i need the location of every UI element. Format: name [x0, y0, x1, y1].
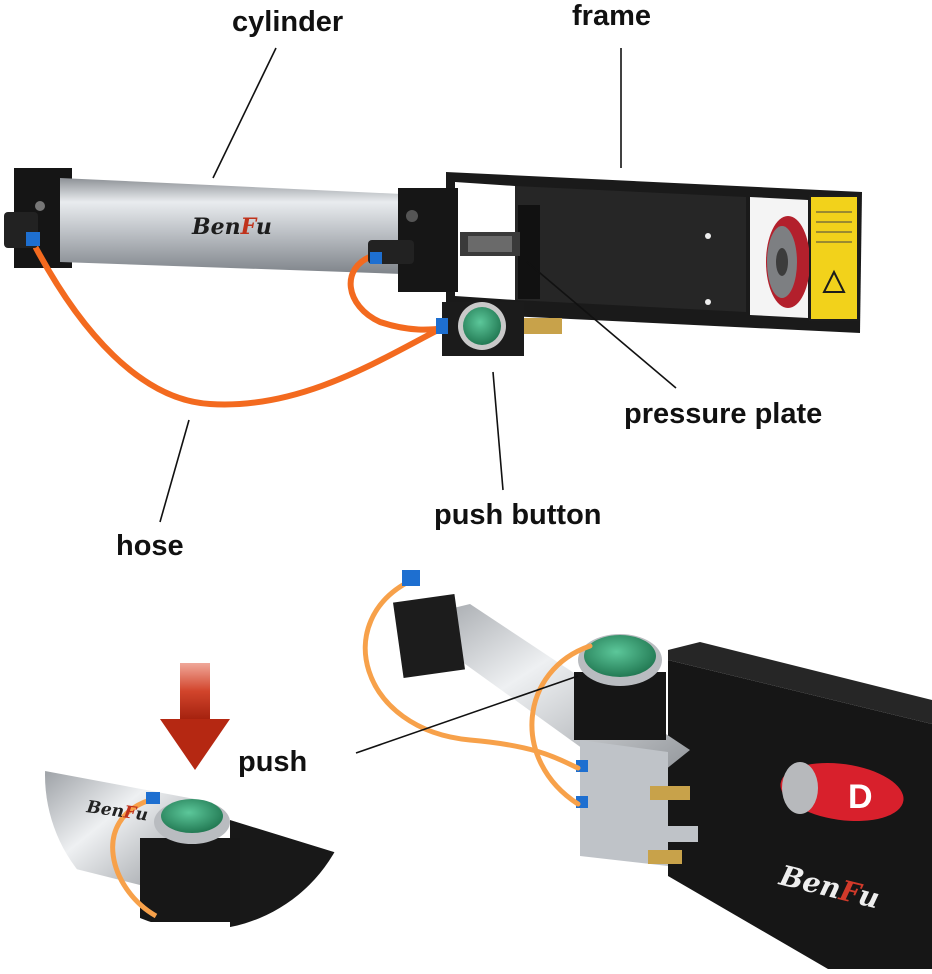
label-cylinder: cylinder — [232, 6, 344, 38]
pressure-plate — [460, 205, 540, 299]
label-push: push — [238, 746, 308, 778]
can-text: D — [848, 778, 873, 816]
warning-label-icon — [809, 195, 859, 321]
brand-logo-top: BenFu — [191, 214, 272, 240]
label-pressure-plate: pressure plate — [624, 398, 823, 430]
can — [766, 216, 810, 308]
closeup-view: D BenFu — [362, 570, 932, 969]
can-closeup: D — [780, 762, 904, 822]
push-inset: BenFu — [45, 620, 355, 930]
label-push-button: push button — [434, 499, 602, 531]
push-callout-line — [355, 675, 579, 754]
push-button — [436, 302, 562, 356]
valve-block — [574, 634, 698, 866]
hose — [33, 245, 449, 408]
top-product-view: BenFu — [4, 168, 862, 408]
down-arrow-icon — [160, 663, 230, 770]
callout-lines — [159, 47, 677, 523]
label-frame: frame — [572, 0, 651, 32]
hose-closeup — [362, 577, 593, 807]
cylinder — [14, 168, 458, 292]
brand-logo-inset: BenFu — [84, 797, 149, 826]
label-hose: hose — [116, 530, 184, 562]
